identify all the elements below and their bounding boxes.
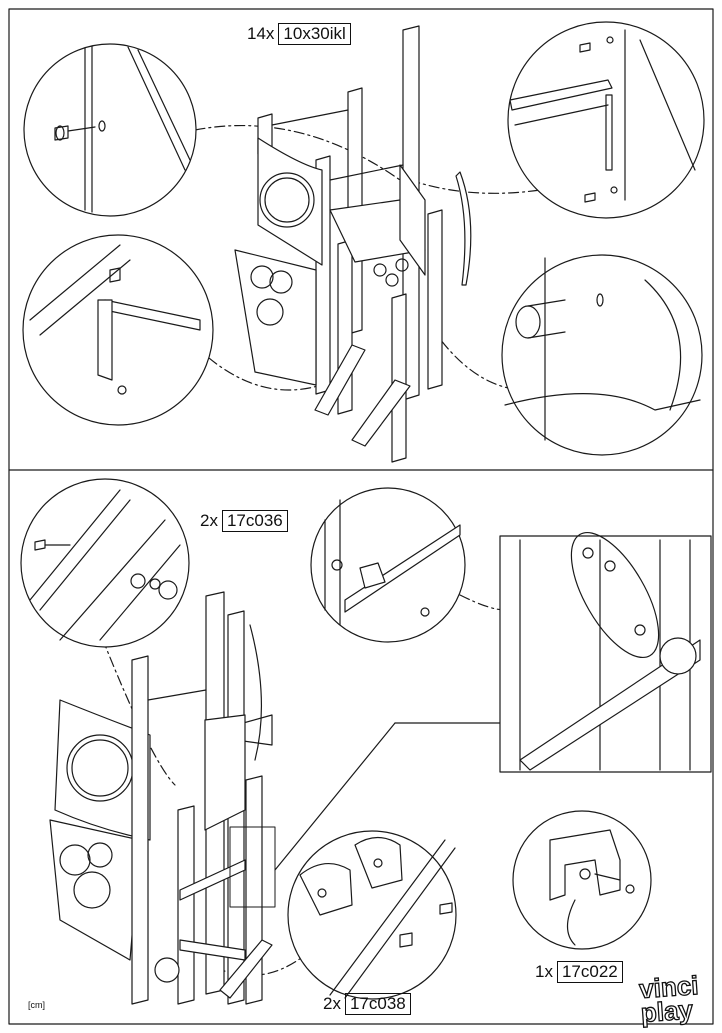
part-code: 17c038	[344, 993, 411, 1015]
brand-logo-line2: play	[639, 994, 694, 1029]
brand-logo: vinci play	[638, 969, 700, 1029]
tower-assembly-bottom	[49, 591, 506, 1005]
detail-circle-bottom-right	[512, 810, 652, 950]
detail-circle-bottom-left	[20, 478, 190, 648]
tower-assembly-top	[179, 25, 541, 463]
part-code: 17c022	[556, 961, 623, 983]
part-qty: 1x	[535, 962, 553, 981]
part-code: 10x30ikl	[278, 23, 351, 45]
detail-circle-bottom-mid	[310, 487, 466, 643]
part-qty: 14x	[247, 24, 275, 43]
part-qty: 2x	[323, 994, 341, 1013]
unit-label: [cm]	[28, 1000, 45, 1010]
page-frame	[8, 8, 714, 1025]
part-code: 17c036	[221, 510, 288, 532]
detail-circle-bottom-center	[287, 830, 457, 1000]
detail-circle-top-lower-right	[501, 254, 703, 456]
detail-box-bottom-right	[499, 531, 712, 773]
detail-circle-top-lower-left	[22, 234, 214, 426]
detail-circle-top-left	[23, 43, 197, 217]
part-qty: 2x	[200, 511, 218, 530]
detail-circle-top-right	[507, 21, 705, 219]
